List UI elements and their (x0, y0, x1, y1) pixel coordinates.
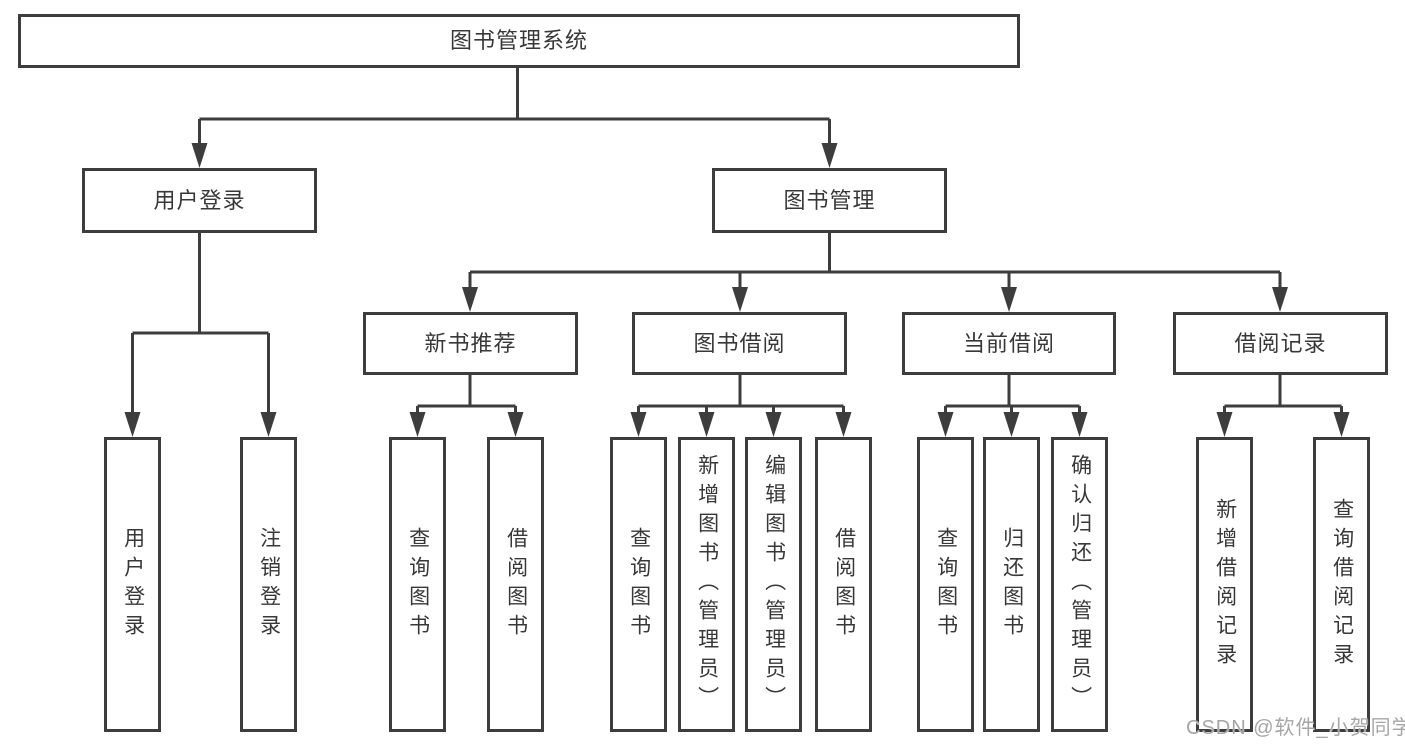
leaf-user-login: 用户登录 (104, 437, 161, 732)
leaf-return-book: 归还图书 (983, 437, 1040, 732)
arrowheads (124, 143, 1350, 437)
connector-shafts (131, 68, 1343, 414)
leaf-confirm-return-admin: 确认归还（管理员） (1051, 437, 1108, 732)
node-book-management: 图书管理 (712, 168, 947, 233)
node-user-login: 用户登录 (82, 168, 317, 233)
leaf-add-book-admin: 新增图书（管理员） (678, 437, 735, 732)
leaf-borrow-book-borrowing: 借阅图书 (815, 437, 872, 732)
leaf-add-borrow-record: 新增借阅记录 (1196, 437, 1253, 732)
leaf-query-book-borrowing: 查询图书 (610, 437, 667, 732)
leaf-query-book-current: 查询图书 (917, 437, 974, 732)
leaf-edit-book-admin: 编辑图书（管理员） (745, 437, 802, 732)
node-borrowing-records: 借阅记录 (1173, 312, 1388, 375)
leaf-query-book-recommend: 查询图书 (389, 437, 446, 732)
node-new-book-recommend: 新书推荐 (363, 312, 578, 375)
node-library-management-system: 图书管理系统 (18, 14, 1020, 68)
leaf-logout: 注销登录 (240, 437, 297, 732)
node-current-borrowing: 当前借阅 (902, 312, 1116, 375)
leaf-borrow-book-recommend: 借阅图书 (487, 437, 544, 732)
leaf-query-borrow-record: 查询借阅记录 (1313, 437, 1370, 732)
node-book-borrowing: 图书借阅 (632, 312, 847, 375)
csdn-watermark: CSDN @软件_小贺同学 (1186, 717, 1405, 739)
